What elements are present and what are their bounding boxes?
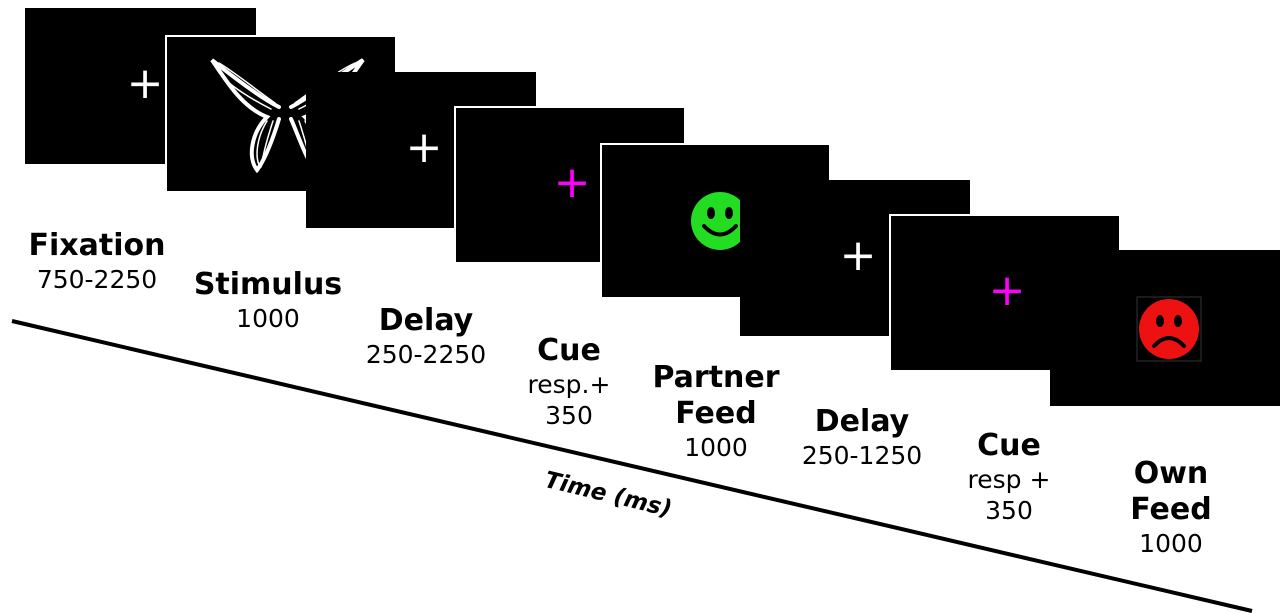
fixation-cross-icon: + [126,58,164,109]
event-name-line2: Feed [1130,492,1212,527]
fixation-cross-icon: + [839,230,877,281]
event-duration: 1000 [236,304,300,333]
event-duration: 250-2250 [365,340,487,369]
smiley-face-icon [691,192,749,250]
event-name: Delay [378,303,474,338]
own-feedback-screen [1050,250,1280,406]
cue1-label: Cue resp.+ 350 [528,333,611,431]
delay1-label: Delay 250-2250 [366,303,486,370]
event-duration: 250-1250 [801,441,923,470]
delay2-label: Delay 250-1250 [802,404,922,471]
event-duration-line2: 350 [985,496,1033,525]
timeline-line [11,319,1253,613]
event-duration-line2: 350 [545,401,593,430]
event-duration: 1000 [1139,529,1203,558]
cue-cross-icon: + [553,157,591,208]
event-name: Fixation [28,228,166,263]
event-name: Cue [977,428,1041,463]
event-name: Cue [537,333,601,368]
fixation-cross-icon: + [405,122,443,173]
partner-feedback-label: Partner Feed 1000 [652,360,779,463]
cue-cross-icon: + [988,265,1026,316]
event-duration: 1000 [684,433,748,462]
own-feedback-label: Own Feed 1000 [1130,456,1211,559]
sad-face-icon [1136,296,1202,362]
event-duration-line1: resp + [967,465,1051,494]
fixation-label: Fixation 750-2250 [29,228,166,295]
event-duration: 750-2250 [36,265,158,294]
event-name-line1: Partner [652,360,780,395]
event-name: Delay [814,404,910,439]
event-name-line1: Own [1133,456,1209,491]
event-name-line2: Feed [675,396,757,431]
event-name: Stimulus [193,267,343,302]
stimulus-label: Stimulus 1000 [194,267,342,334]
event-duration-line1: resp.+ [527,370,611,399]
cue2-label: Cue resp + 350 [968,428,1051,526]
